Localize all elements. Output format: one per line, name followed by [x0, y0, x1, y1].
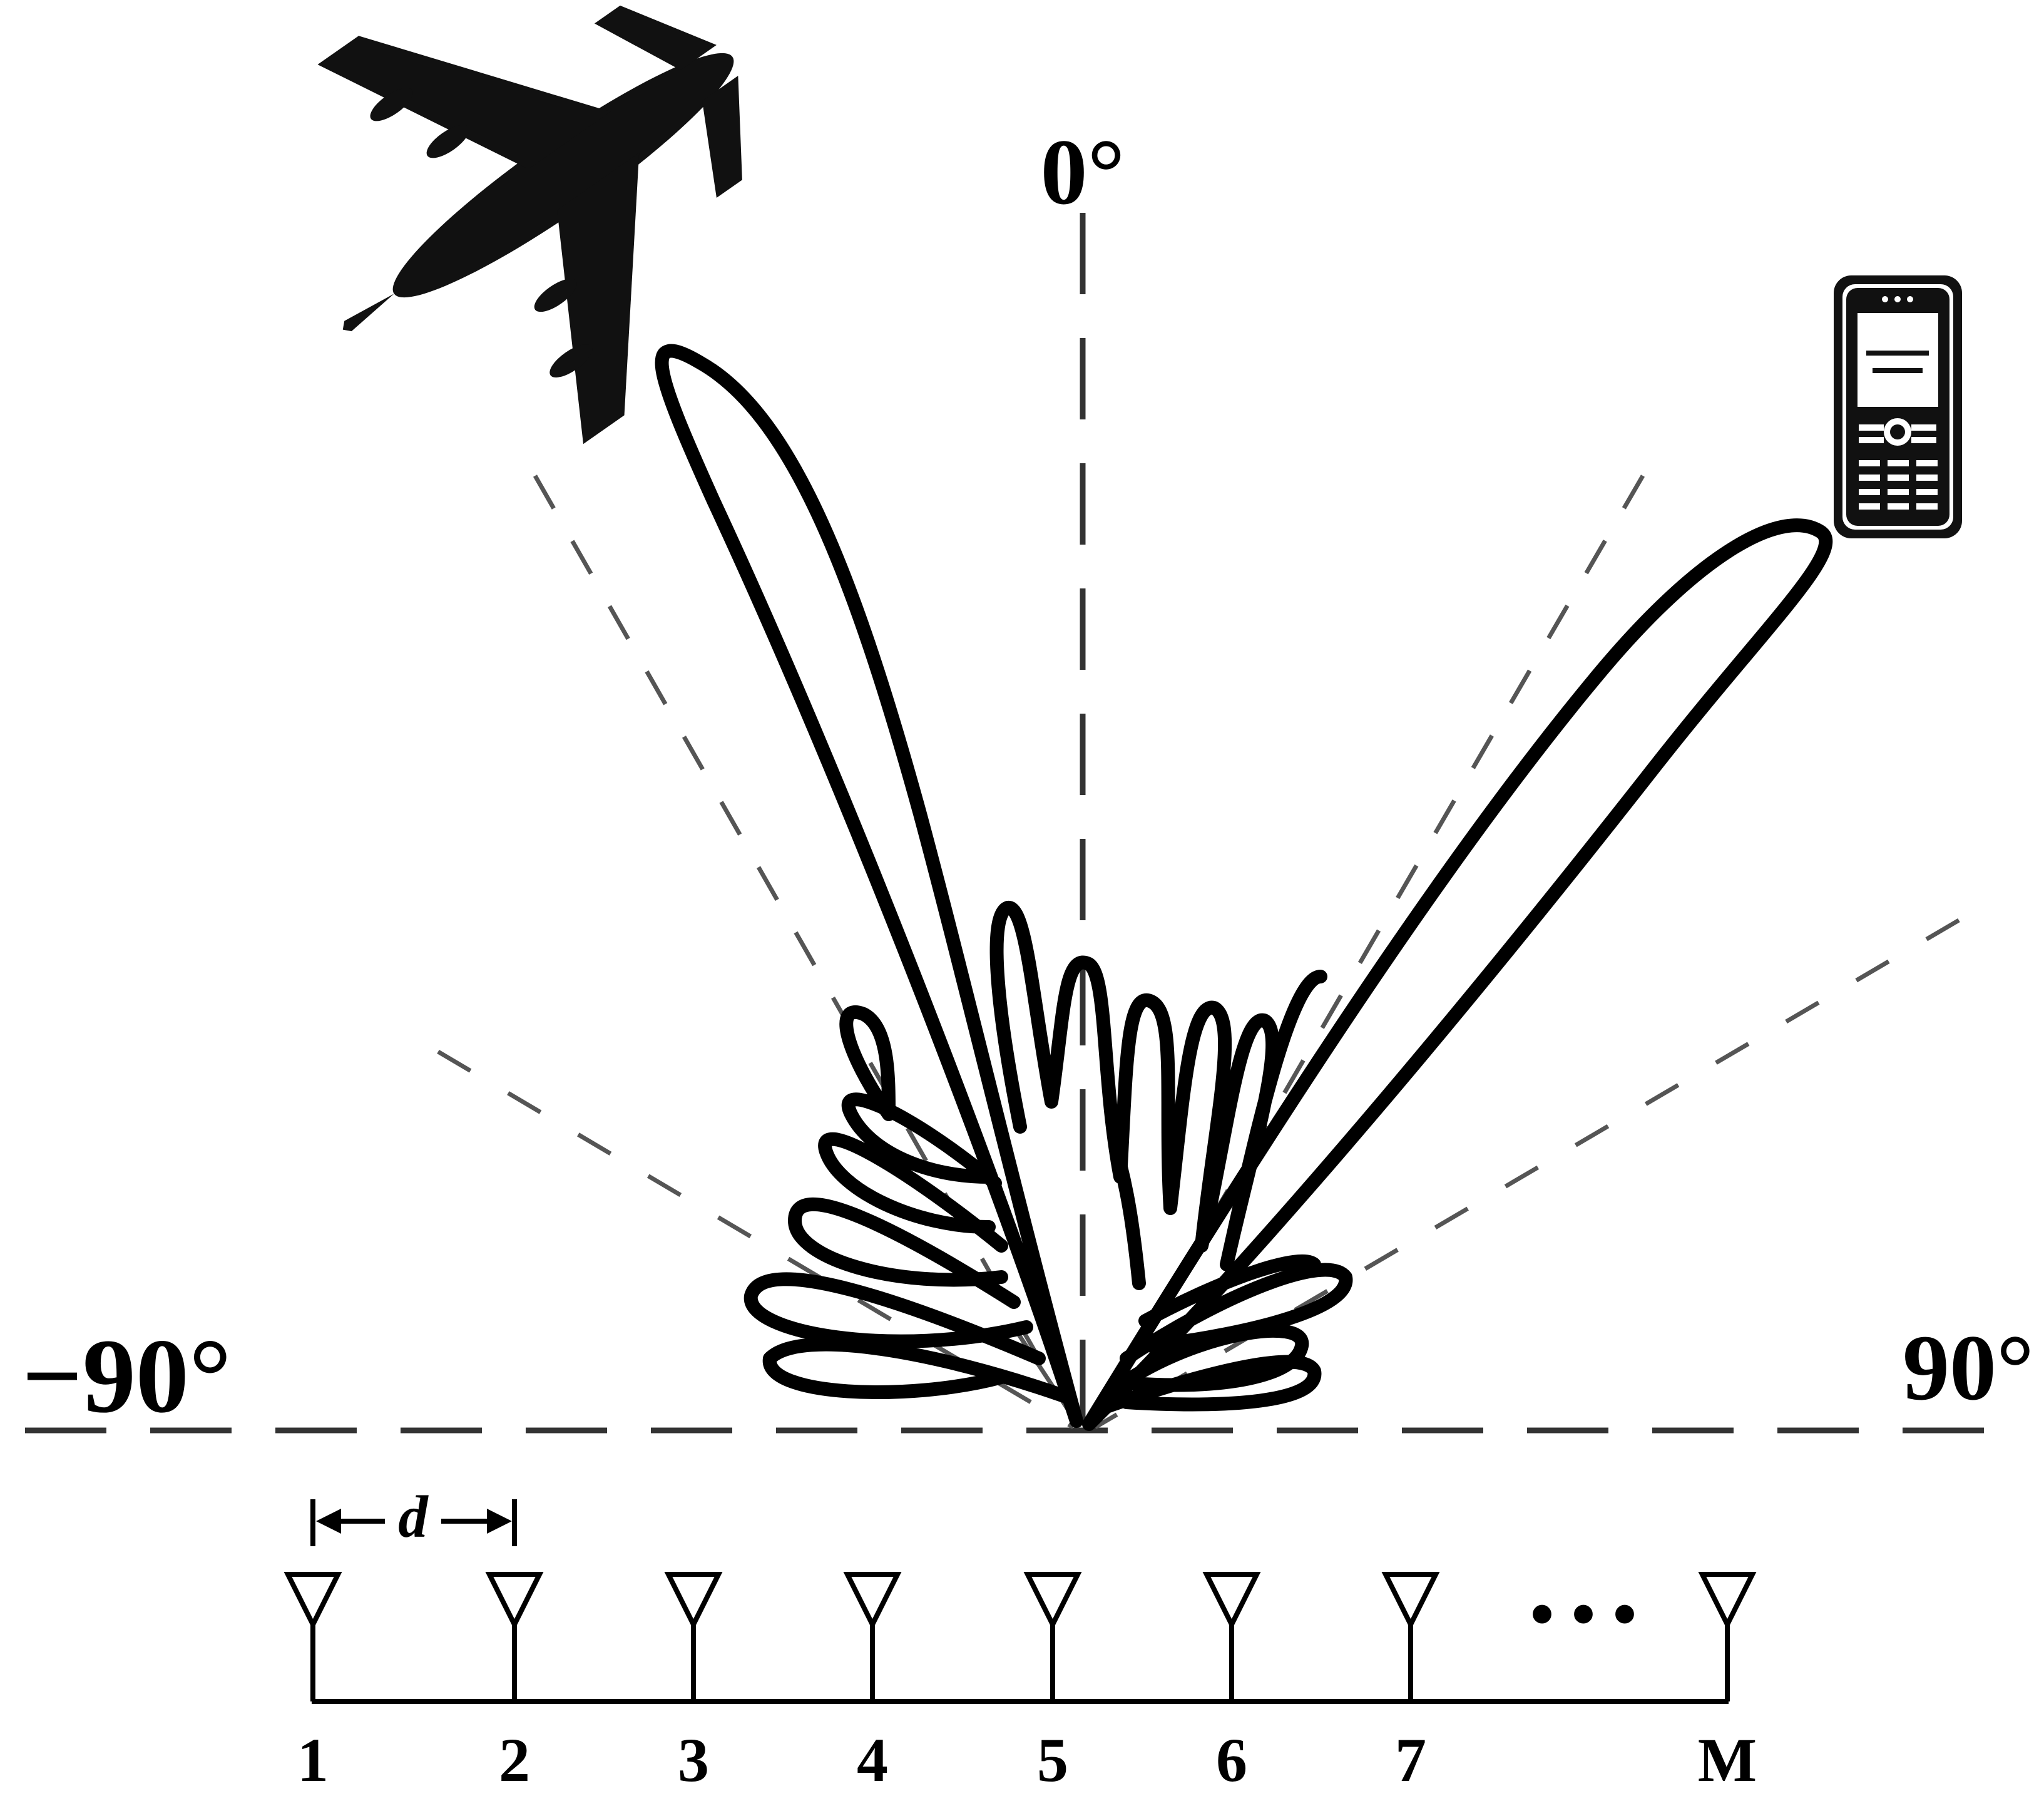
antenna-symbol [284, 1572, 342, 1630]
array-ellipsis: • • • [1530, 1576, 1637, 1652]
angle-label-minus-ninety: −90° [22, 1317, 232, 1435]
radial-guides [437, 475, 1960, 1430]
antenna-element: 2 [485, 1572, 544, 1795]
antenna-element: 1 [284, 1572, 342, 1795]
main-lobe-left [655, 344, 1083, 1428]
antenna-element: 4 [843, 1572, 902, 1795]
antenna-index-label: 6 [1216, 1725, 1247, 1795]
antenna-index-label: 4 [857, 1725, 888, 1795]
antenna-index-label: 3 [678, 1725, 709, 1795]
antenna-symbol [1698, 1572, 1757, 1630]
antenna-symbol [485, 1572, 544, 1630]
antenna-symbol [664, 1572, 723, 1630]
angle-label-zero: 0° [1041, 120, 1125, 224]
right-sidelobes [1095, 1254, 1353, 1415]
antenna-index-label: 5 [1037, 1725, 1068, 1795]
main-lobe-right [1082, 518, 1833, 1431]
guide-line-left-steep [533, 475, 1079, 1425]
antenna-index-label: 1 [297, 1725, 329, 1795]
antenna-symbol [1381, 1572, 1440, 1630]
antenna-symbol [843, 1572, 902, 1630]
antenna-element: 5 [1023, 1572, 1082, 1795]
mobile-phone-icon [1834, 275, 1962, 538]
antenna-element: 7 [1381, 1572, 1440, 1795]
guide-line-right-shallow [1094, 918, 1960, 1430]
center-sidelobes [989, 901, 1327, 1290]
antenna-index-label: 7 [1395, 1725, 1426, 1795]
antenna-element: M [1698, 1572, 1757, 1795]
antenna-element: 6 [1202, 1572, 1261, 1795]
antenna-index-label: M [1698, 1725, 1757, 1795]
spacing-marker: d [310, 1484, 517, 1550]
spacing-label: d [398, 1484, 429, 1550]
antenna-array: 1 2 3 4 5 6 7 M • • • [284, 1572, 1757, 1795]
left-sidelobes [744, 1005, 1071, 1403]
antenna-element: 3 [664, 1572, 723, 1795]
beam-pattern [655, 344, 1833, 1431]
antenna-symbol [1023, 1572, 1082, 1630]
airplane-icon [317, 5, 742, 444]
antenna-symbol [1202, 1572, 1261, 1630]
angle-label-plus-ninety: 90° [1903, 1316, 2034, 1420]
antenna-index-label: 2 [499, 1725, 530, 1795]
